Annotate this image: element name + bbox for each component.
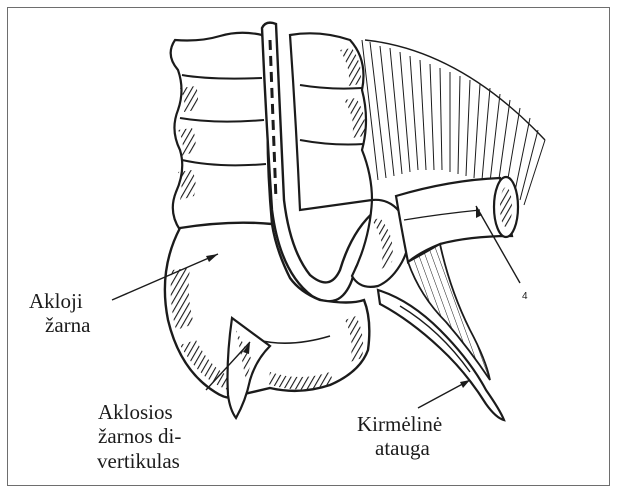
label-cecum-line2: žarna xyxy=(45,313,90,337)
label-diverticulum-line2: žarnos di- xyxy=(98,424,181,448)
label-marker-4: 4 xyxy=(522,291,528,303)
cecum xyxy=(165,223,369,398)
mesentery-fan xyxy=(362,40,545,205)
label-appendix-line2: atauga xyxy=(375,436,430,460)
label-diverticulum-line3: vertikulas xyxy=(97,449,180,473)
label-cecum-line1: Akloji xyxy=(29,289,83,313)
label-diverticulum-line1: Aklosios xyxy=(98,400,173,424)
label-appendix-line1: Kirmėlinė xyxy=(357,412,442,436)
